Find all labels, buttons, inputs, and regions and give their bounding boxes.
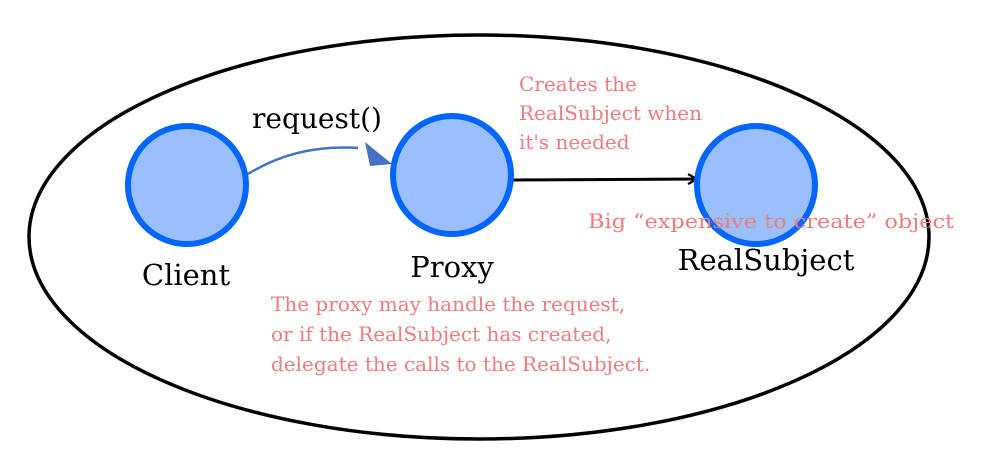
- client-label: Client: [142, 258, 231, 292]
- expensive-note: Big “expensive to create” object: [588, 209, 954, 233]
- creates-note-line: it's needed: [519, 130, 630, 154]
- proxy-label: Proxy: [410, 250, 494, 284]
- proxy-handles-note-line: The proxy may handle the request,: [271, 292, 625, 316]
- request-label: request(): [252, 102, 382, 135]
- system-boundary-ellipse: [27, 33, 931, 441]
- real-subject-node: [694, 123, 818, 247]
- client-node: [125, 123, 249, 247]
- proxy-handles-note-line: or if the RealSubject has created,: [271, 322, 611, 346]
- creates-note-line: Creates the: [519, 72, 637, 96]
- proxy-handles-note: The proxy may handle the request, or if …: [271, 292, 650, 376]
- request-arrowhead: [365, 142, 392, 166]
- real-subject-label: RealSubject: [678, 243, 855, 277]
- request-arrow: [247, 146, 359, 176]
- creates-note: Creates the RealSubject when it's needed: [519, 72, 708, 154]
- create-arrow: [511, 179, 697, 180]
- proxy-node: [390, 113, 514, 237]
- creates-note-line: RealSubject when: [519, 101, 702, 125]
- proxy-handles-note-line: delegate the calls to the RealSubject.: [271, 352, 650, 376]
